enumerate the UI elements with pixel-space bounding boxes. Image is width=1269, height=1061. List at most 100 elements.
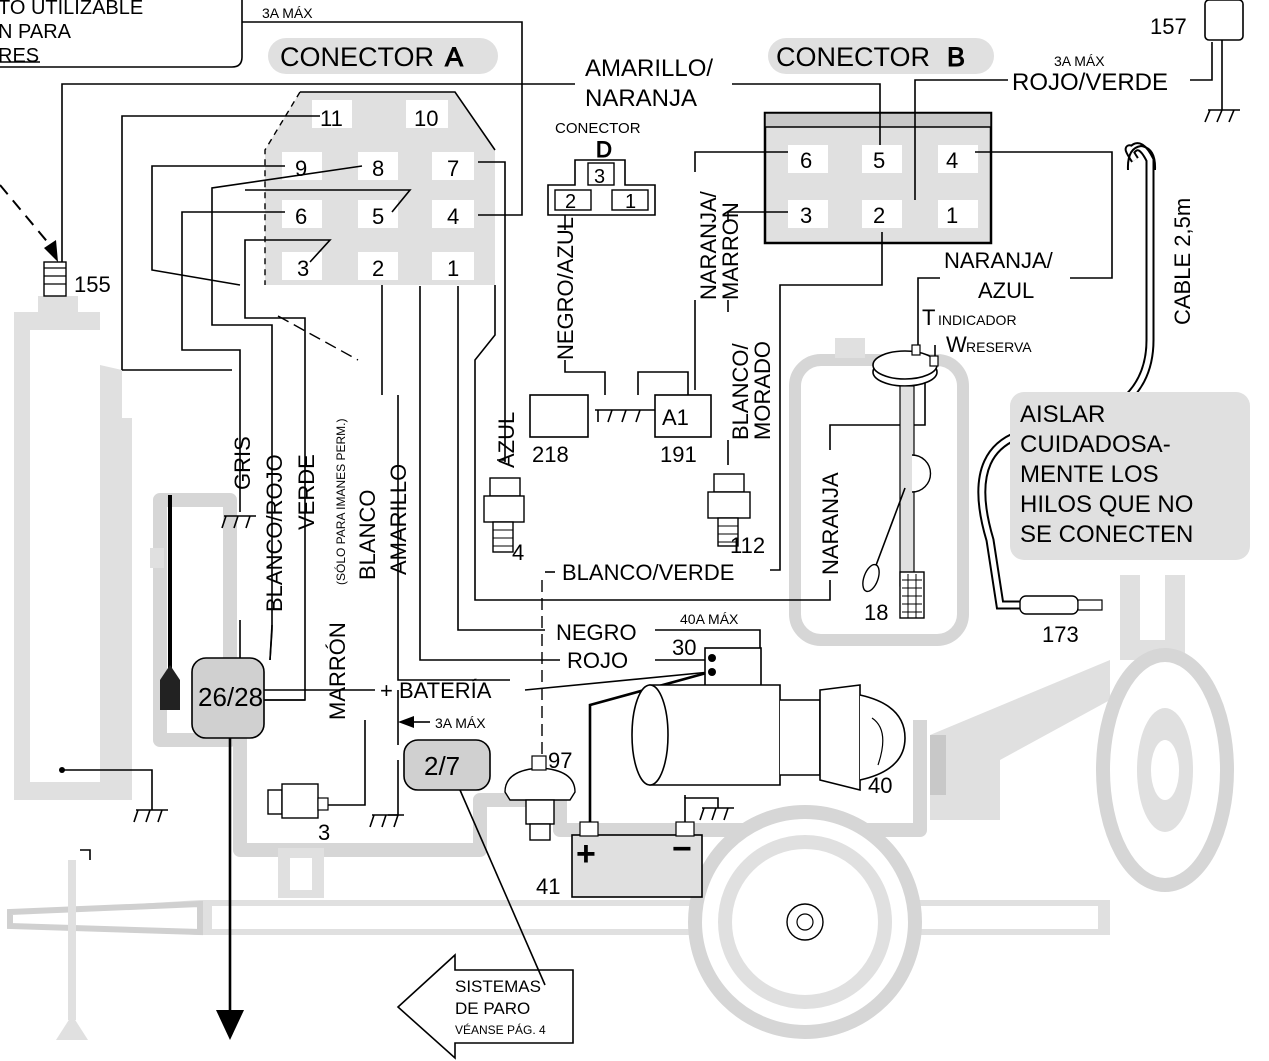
label-18: 18 xyxy=(864,600,888,625)
a-pin-6: 6 xyxy=(295,204,307,229)
gris-label: GRIS xyxy=(230,436,255,490)
t-letter: T xyxy=(922,305,935,330)
a-pin-4: 4 xyxy=(447,204,459,229)
label-157: 157 xyxy=(1150,14,1187,39)
b-pin-1: 1 xyxy=(946,203,958,228)
rojo-label: ROJO xyxy=(567,648,628,673)
b-pin-3: 3 xyxy=(800,203,812,228)
a-pin-8: 8 xyxy=(372,156,384,181)
blanco-morado-label-1: BLANCO/ xyxy=(728,343,753,440)
stop-systems-line-1: SISTEMAS xyxy=(455,977,541,996)
naranja-label: NARANJA xyxy=(818,472,843,575)
blanco-verde-label: BLANCO/VERDE xyxy=(562,560,734,585)
label-155: 155 xyxy=(74,272,111,297)
label-41: 41 xyxy=(536,874,560,899)
label-191: 191 xyxy=(660,442,697,467)
connector-b-title: CONECTOR xyxy=(776,42,930,72)
t-text: INDICADOR xyxy=(938,312,1017,328)
a-pin-10: 10 xyxy=(414,106,438,131)
label-3: 3 xyxy=(318,820,330,845)
stop-systems-arrow: SISTEMAS DE PARO VÉANSE PÁG. 4 xyxy=(396,789,574,1060)
terminal-30: 30 xyxy=(672,635,696,660)
naranja-marron-label-2: MARRON xyxy=(718,202,743,300)
label-2-7: 2/7 xyxy=(424,751,460,781)
battery-cables xyxy=(160,495,711,1040)
top-left-note: TO UTILIZABLE N PARA RES xyxy=(0,0,243,68)
rojo-verde-label: ROJO/VERDE xyxy=(1012,69,1168,96)
a-pin-7: 7 xyxy=(447,156,459,181)
label-112: 112 xyxy=(730,533,765,558)
isolate-note: AISLAR CUIDADOSA- MENTE LOS HILOS QUE NO… xyxy=(1010,392,1250,560)
battery-plus: + xyxy=(576,835,596,873)
note-box-line-4: HILOS QUE NO xyxy=(1020,491,1193,518)
b-pin-5: 5 xyxy=(873,148,885,173)
d-pin-1: 1 xyxy=(625,191,636,213)
a-pin-9: 9 xyxy=(295,156,307,181)
naranja-marron-label-1: NARANJA/ xyxy=(696,190,721,300)
connector-d-letter: D xyxy=(596,137,612,162)
top-3a-limit: 3A MÁX xyxy=(262,5,313,21)
connector-d: CONECTOR D 3 2 1 xyxy=(547,120,656,216)
negro-azul-label: NEGRO/AZUL xyxy=(553,217,578,360)
connector-a-letter: A xyxy=(445,42,463,72)
label-a1: A1 xyxy=(662,405,689,430)
note-box-line-2: CUIDADOSA- xyxy=(1020,431,1171,458)
amarillo-label: AMARILLO xyxy=(386,464,411,575)
d-pin-2: 2 xyxy=(565,191,576,213)
connector-b-letter: B xyxy=(947,42,965,72)
w-letter: W xyxy=(946,332,967,357)
label-40: 40 xyxy=(868,773,892,798)
connector-a-title: CONECTOR xyxy=(280,42,434,72)
negro-label: NEGRO xyxy=(556,620,637,645)
label-4: 4 xyxy=(512,540,524,565)
stop-systems-line-3: VÉANSE PÁG. 4 xyxy=(455,1022,546,1037)
a-pin-11: 11 xyxy=(320,106,343,131)
verde-label: VERDE xyxy=(294,454,319,530)
b-pin-2: 2 xyxy=(873,203,885,228)
machine-background xyxy=(7,296,1234,1040)
note-box-line-3: MENTE LOS xyxy=(1020,461,1159,488)
note-box-line-5: SE CONECTEN xyxy=(1020,521,1193,548)
stop-systems-line-2: DE PARO xyxy=(455,999,530,1018)
note-line-3: RES xyxy=(0,45,39,67)
wires: 3A MÁX AMARILLO/ NARANJA 3A MÁX ROJO/VER… xyxy=(0,5,1213,816)
azul-label: AZUL xyxy=(494,412,519,468)
a-pin-5: 5 xyxy=(372,204,384,229)
a-pin-3: 3 xyxy=(297,256,309,281)
cable-length-label: CABLE 2,5m xyxy=(1170,198,1195,325)
label-97: 97 xyxy=(548,748,572,773)
ground-symbols xyxy=(133,515,734,828)
components: 157 155 218 A1 191 4 112 18 173 26 xyxy=(43,0,1244,899)
naranja-azul-label-2: AZUL xyxy=(978,278,1034,303)
amarillo-naranja-label-1: AMARILLO/ xyxy=(585,55,713,82)
connector-a: CONECTOR A 11 10 9 8 7 6 5 4 3 2 1 xyxy=(264,38,498,285)
wire-labels: NARANJA/ MARRON NEGRO/AZUL BLANCO/ MORAD… xyxy=(230,190,1195,720)
naranja-azul-label-1: NARANJA/ xyxy=(944,248,1054,273)
connector-b: CONECTOR B 6 5 4 3 2 1 xyxy=(763,38,994,245)
blanco-morado-label-2: MORADO xyxy=(750,341,775,440)
fuel-gauge: T INDICADOR W RESERVA xyxy=(862,305,1032,619)
b-pin-4: 4 xyxy=(946,148,958,173)
blanco-rojo-label: BLANCO/ROJO xyxy=(262,454,287,612)
marron-label: MARRÓN xyxy=(325,622,350,720)
b-3a-limit: 3A MÁX xyxy=(1054,53,1105,69)
bateria-label: + BATERÍA xyxy=(380,678,492,703)
note-box-line-1: AISLAR xyxy=(1020,401,1105,428)
a-pin-2: 2 xyxy=(372,256,384,281)
a-pin-1: 1 xyxy=(447,256,459,281)
d-pin-3: 3 xyxy=(594,166,605,188)
40a-limit: 40A MÁX xyxy=(680,611,739,627)
marron-note: (SÓLO PARA IMANES PERM.) xyxy=(333,419,348,585)
label-173: 173 xyxy=(1042,622,1079,647)
note-line-1: TO UTILIZABLE xyxy=(0,0,143,19)
amarillo-naranja-label-2: NARANJA xyxy=(585,85,697,112)
note-line-2: N PARA xyxy=(0,21,72,43)
b-pin-6: 6 xyxy=(800,148,812,173)
w-text: RESERVA xyxy=(966,339,1032,355)
label-26-28: 26/28 xyxy=(198,682,263,712)
blanco-label: BLANCO xyxy=(355,490,380,580)
battery-minus: − xyxy=(672,830,692,868)
connector-d-title: CONECTOR xyxy=(555,120,641,137)
label-218: 218 xyxy=(532,442,569,467)
